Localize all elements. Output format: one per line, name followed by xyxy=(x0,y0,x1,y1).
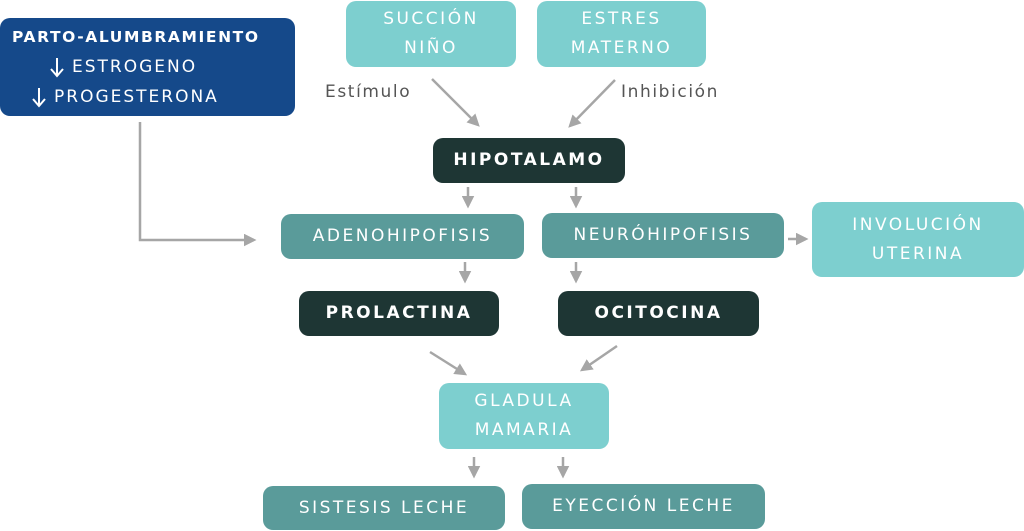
succion-line2: NIÑO xyxy=(404,38,458,58)
estimulo-label: Estímulo xyxy=(325,82,412,102)
down-arrow-icon xyxy=(32,88,46,108)
involucion-line1: INVOLUCIÓN xyxy=(852,214,984,235)
adenohipofisis-box: ADENOHIPOFISIS xyxy=(281,214,524,259)
adenohipofisis-label: ADENOHIPOFISIS xyxy=(312,226,493,246)
sintesis-leche-box: SISTESIS LECHE xyxy=(263,486,505,530)
neurohipofisis-label: NEURÓHIPOFISIS xyxy=(573,225,753,245)
succion-nino-box: SUCCIÓN NIÑO xyxy=(346,1,516,67)
arrow-estres-to-hipotalamo xyxy=(568,79,616,128)
neurohipofisis-box: NEURÓHIPOFISIS xyxy=(542,213,784,258)
estrogeno-row: ESTROGENO xyxy=(12,52,197,82)
eyeccion-label: EYECCIÓN LECHE xyxy=(552,496,735,516)
parto-title: PARTO-ALUMBRAMIENTO xyxy=(12,28,260,46)
arrow-parto-to-adenohipofisis xyxy=(138,122,257,247)
estres-line1: ESTRES xyxy=(581,9,662,29)
succion-line1: SUCCIÓN xyxy=(383,9,479,29)
involucion-line2: UTERINA xyxy=(871,243,965,264)
progesterona-label: PROGESTERONA xyxy=(54,87,219,107)
hipotalamo-box: HIPOTALAMO xyxy=(433,138,625,183)
sintesis-label: SISTESIS LECHE xyxy=(298,497,470,518)
inhibicion-label: Inhibición xyxy=(621,82,720,102)
glandula-line1: GLADULA xyxy=(474,391,574,411)
involucion-uterina-box: INVOLUCIÓN UTERINA xyxy=(812,202,1024,277)
eyeccion-leche-box: EYECCIÓN LECHE xyxy=(522,484,765,529)
estres-materno-box: ESTRES MATERNO xyxy=(537,1,706,67)
glandula-mamaria-box: GLADULA MAMARIA xyxy=(439,383,609,449)
down-arrow-icon xyxy=(50,58,64,78)
arrow-succion-to-hipotalamo xyxy=(431,78,480,127)
ocitocina-box: OCITOCINA xyxy=(558,291,759,336)
estrogeno-label: ESTROGENO xyxy=(72,57,198,77)
progesterona-row: PROGESTERONA xyxy=(12,82,219,112)
arrow-prolactina-to-glandula xyxy=(429,350,468,376)
prolactina-label: PROLACTINA xyxy=(325,303,473,323)
glandula-line2: MAMARIA xyxy=(474,420,574,440)
ocitocina-label: OCITOCINA xyxy=(594,303,723,323)
arrow-ocitocina-to-glandula xyxy=(579,344,618,372)
prolactina-box: PROLACTINA xyxy=(299,291,499,336)
parto-alumbramiento-box: PARTO-ALUMBRAMIENTO ESTROGENO PROGESTERO… xyxy=(0,18,295,116)
estres-line2: MATERNO xyxy=(570,38,673,58)
hipotalamo-label: HIPOTALAMO xyxy=(453,150,605,170)
